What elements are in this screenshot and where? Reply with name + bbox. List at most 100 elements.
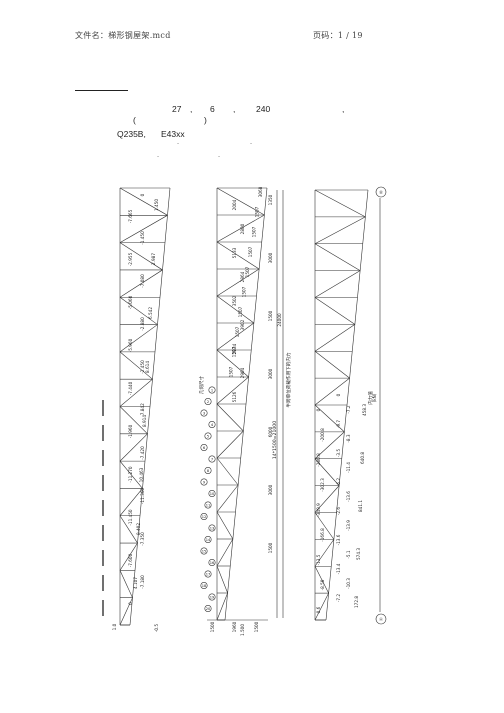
web-diagonal [314, 270, 361, 298]
title-underline [75, 90, 128, 91]
right-value: 841.1 [358, 500, 363, 512]
middle-right-label: 半跨单位荷载作用下的内力 [285, 352, 292, 408]
middle-panel-length: 2864 [240, 271, 245, 282]
middle-geometry-label: 几何尺寸 [198, 375, 205, 394]
intro-comma-3: , [342, 104, 345, 114]
middle-panel-length: 5133 [232, 247, 237, 258]
middle-node-number-circle [208, 455, 216, 463]
web-diagonal [314, 216, 366, 245]
left-member-force: -2.450 [140, 360, 145, 374]
middle-node-number-circle [208, 593, 216, 601]
right-member-force: -7.2 [346, 405, 351, 414]
left-member-force: 0 [128, 602, 133, 605]
intro-load: 240 [256, 104, 271, 114]
web-diagonal [314, 297, 356, 325]
right-chord-force: 0.6 [316, 606, 321, 613]
middle-panel-length: 3902 [240, 319, 245, 330]
middle-panel-length: 2004 [232, 199, 237, 210]
web-diagonal [216, 322, 255, 351]
web-diagonal [119, 406, 148, 435]
middle-right-dim: 3000 [268, 368, 273, 379]
right-member-force: -13.4 [336, 563, 341, 574]
middle-panel-length: 2800 [240, 223, 245, 234]
right-member-force: -5.1 [346, 550, 351, 559]
intro-open-paren: ( [133, 115, 136, 125]
middle-truss-diagram: 3068150715071507150715071507150715071507… [198, 186, 292, 636]
middle-node-number: 12 [202, 515, 207, 519]
web-diagonal [314, 377, 350, 406]
middle-node-number: 2 [207, 400, 209, 404]
right-truss-diagram: ⒷⒶ0-7.2-9.7-8.3-3.5-11.4-6.2-13.6-2.6-13… [314, 186, 387, 625]
web-diagonal [119, 460, 143, 489]
web-diagonal [119, 378, 153, 407]
middle-node-number-circle [204, 466, 212, 474]
left-member-force: -7.180 [140, 575, 145, 589]
middle-right-dim: 1500 [268, 310, 273, 321]
middle-top-dim: 1507 [228, 366, 233, 377]
middle-top-dim: 1507 [238, 306, 243, 317]
intro-dot-4: ˙ [218, 154, 221, 164]
middle-bottom-dim: 1500 [254, 621, 259, 632]
right-member-force: -3.5 [336, 449, 341, 458]
middle-node-number-circle [208, 489, 216, 497]
web-diagonal [216, 592, 228, 621]
web-diagonal [314, 592, 329, 621]
middle-node-number-circle [200, 409, 208, 417]
left-member-force: -1.960 [128, 424, 133, 438]
web-diagonal [314, 485, 340, 513]
left-member-force: -11.450 [128, 509, 133, 525]
middle-top-dim: 1507 [255, 206, 260, 217]
web-diagonal [216, 268, 260, 297]
middle-top-dim: 1507 [248, 246, 253, 257]
web-diagonal [216, 349, 249, 378]
intro-close-paren: ) [204, 115, 207, 125]
web-diagonal [314, 351, 350, 379]
web-diagonal [216, 457, 239, 486]
intro-span: 27 [172, 104, 182, 114]
middle-node-number: 16 [210, 561, 215, 565]
left-member-force: -7.440 [128, 381, 133, 395]
middle-right-dim: 6000 [268, 426, 273, 437]
left-member-force: -7.600 [128, 553, 133, 567]
web-diagonal [314, 566, 329, 594]
page-number-header: 页码：1 / 19 [313, 31, 363, 40]
middle-panel-length: 2834 [232, 343, 237, 354]
middle-panel-length: 3502 [232, 295, 237, 306]
web-diagonal [314, 539, 335, 567]
intro-dot-1: ˙ [177, 141, 180, 151]
middle-node-number: 5 [207, 434, 209, 438]
middle-node-number: 11 [206, 503, 211, 507]
middle-panel-length: 5126 [232, 391, 237, 402]
web-diagonal [119, 215, 168, 243]
right-member-force: -9.7 [336, 420, 341, 429]
web-diagonal [119, 542, 138, 571]
web-diagonal [314, 458, 340, 486]
middle-node-number-circle [208, 420, 216, 428]
right-member-force: -2.6 [336, 507, 341, 516]
middle-node-number: 20 [206, 607, 211, 611]
middle-right-dim: 3000 [268, 484, 273, 495]
intro-comma-1: , [190, 104, 193, 114]
right-chord-force: -280.8 [316, 453, 321, 467]
middle-node-number: 13 [210, 526, 215, 530]
left-chord-force: 1.450 [154, 199, 159, 211]
middle-node-number-circle [204, 535, 212, 543]
middle-bottom-label: 1.500 [240, 624, 245, 636]
right-member-force: 0 [336, 393, 341, 396]
middle-top-dim: 1507 [235, 326, 240, 337]
intro-dot-2: ˙ [250, 141, 253, 151]
right-unit-label: (kN) [372, 393, 377, 402]
web-diagonal [216, 430, 244, 459]
middle-node-number: 9 [203, 480, 206, 484]
right-member-force: -13.9 [346, 520, 351, 531]
middle-bottom-dim: 1960 [232, 621, 237, 632]
left-member-force: -11.270 [128, 466, 133, 482]
middle-node-number-circle [208, 386, 216, 394]
web-diagonal [119, 515, 138, 544]
middle-node-number: 18 [202, 584, 207, 588]
left-member-force: -7.420 [140, 446, 145, 460]
left-member-force: -11.360 [140, 488, 145, 504]
web-diagonal [119, 570, 133, 598]
right-force-label: 内力值 [367, 391, 374, 405]
right-node-b-circle [375, 186, 387, 198]
